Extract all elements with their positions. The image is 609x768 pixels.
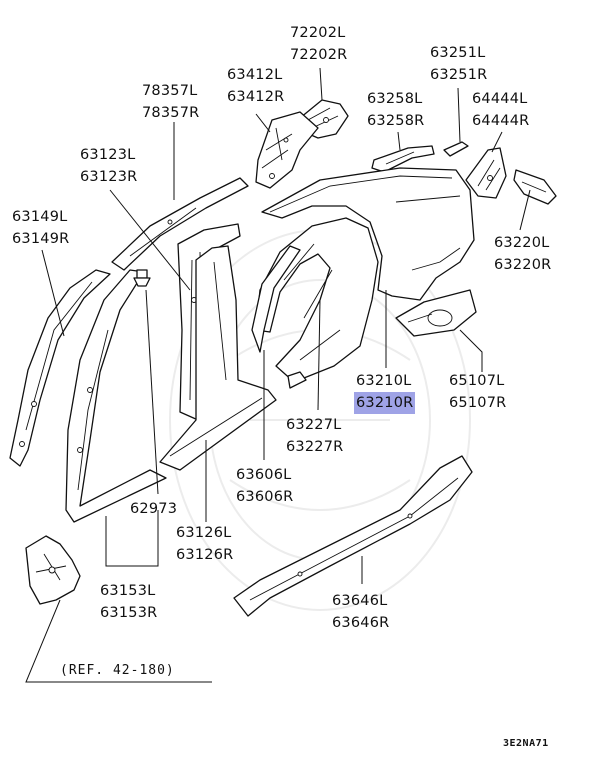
label-63123-left: 63123L	[80, 147, 136, 163]
label-63258[interactable]: 63258L 63258R	[367, 88, 424, 132]
label-78357-left: 78357L	[142, 83, 198, 99]
label-63149-right: 63149R	[12, 231, 70, 247]
label-72202[interactable]: 72202L 72202R	[290, 22, 347, 66]
label-63220[interactable]: 63220L 63220R	[494, 232, 551, 276]
label-72202-right: 72202R	[290, 47, 348, 63]
label-63149[interactable]: 63149L 63149R	[12, 206, 69, 250]
label-63227[interactable]: 63227L 63227R	[286, 414, 343, 458]
label-65107-left: 65107L	[449, 373, 505, 389]
part-63606-inner-panel	[251, 245, 301, 353]
label-63149-left: 63149L	[12, 209, 68, 225]
label-63646-left: 63646L	[332, 593, 388, 609]
label-65107[interactable]: 65107L 65107R	[449, 370, 506, 414]
part-63126-center-pillar	[159, 245, 277, 471]
label-78357-right: 78357R	[142, 105, 200, 121]
label-63258-left: 63258L	[367, 91, 423, 107]
label-63153-right: 63153R	[100, 605, 158, 621]
part-62973-plug	[133, 269, 151, 287]
label-63153[interactable]: 63153L 63153R	[100, 580, 157, 624]
label-63220-right: 63220R	[494, 257, 552, 273]
label-63123[interactable]: 63123L 63123R	[80, 144, 137, 188]
label-63153-left: 63153L	[100, 583, 156, 599]
label-63227-right: 63227R	[286, 439, 344, 455]
label-64444-left: 64444L	[472, 91, 528, 107]
label-64444-right: 64444R	[472, 113, 530, 129]
label-63251-left: 63251L	[430, 45, 486, 61]
label-64444[interactable]: 64444L 64444R	[472, 88, 529, 132]
part-64444-gusset	[465, 147, 507, 199]
part-63227-wheelhouse	[255, 217, 379, 389]
part-63258-bracket	[371, 145, 435, 173]
label-63412[interactable]: 63412L 63412R	[227, 64, 284, 108]
label-63210-left: 63210L	[356, 373, 412, 389]
part-63251-clip	[443, 141, 469, 157]
part-63220-panel	[513, 169, 557, 205]
label-65107-right: 65107R	[449, 395, 507, 411]
label-62973-single: 62973	[130, 501, 178, 517]
part-63646-sill[interactable]	[233, 455, 473, 617]
label-63210-right-highlighted: 63210R	[354, 392, 416, 414]
part-65107-fuel-housing	[395, 289, 477, 337]
part-63412-extension	[255, 111, 319, 189]
label-63220-left: 63220L	[494, 235, 550, 251]
label-63606-left: 63606L	[236, 467, 292, 483]
label-63606[interactable]: 63606L 63606R	[236, 464, 293, 508]
label-62973[interactable]: 62973	[130, 498, 177, 520]
label-63227-left: 63227L	[286, 417, 342, 433]
leader-lines	[25, 67, 531, 683]
label-63412-left: 63412L	[227, 67, 283, 83]
part-63153-front-pillar-lower	[65, 269, 167, 523]
reference-note: (REF. 42-180)	[60, 663, 175, 678]
label-63126[interactable]: 63126L 63126R	[176, 522, 233, 566]
part-ref-bracket	[25, 535, 81, 605]
label-63251-right: 63251R	[430, 67, 488, 83]
part-78357-roof-rail	[111, 177, 249, 271]
label-63251[interactable]: 63251L 63251R	[430, 42, 487, 86]
label-63126-right: 63126R	[176, 547, 234, 563]
label-78357[interactable]: 78357L 78357R	[142, 80, 199, 124]
label-63126-left: 63126L	[176, 525, 232, 541]
label-63606-right: 63606R	[236, 489, 294, 505]
label-63646-right: 63646R	[332, 615, 390, 631]
label-63412-right: 63412R	[227, 89, 285, 105]
label-63258-right: 63258R	[367, 113, 425, 129]
part-63149-front-pillar	[9, 269, 111, 467]
part-63210-quarter-panel[interactable]	[261, 167, 475, 301]
label-63210[interactable]: 63210L 63210R	[354, 370, 416, 414]
label-72202-left: 72202L	[290, 25, 346, 41]
label-63123-right: 63123R	[80, 169, 138, 185]
label-63646[interactable]: 63646L 63646R	[332, 590, 389, 634]
diagram-code: 3E2NA71	[503, 738, 549, 749]
